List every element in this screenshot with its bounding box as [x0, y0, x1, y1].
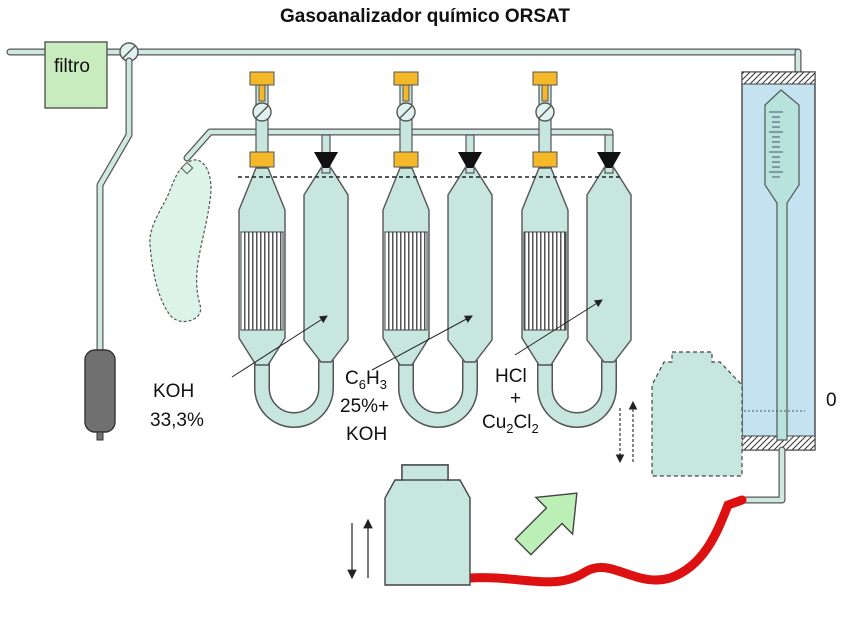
funnel-icon: [458, 152, 482, 168]
funnel-icon: [597, 152, 621, 168]
funnel-icon: [314, 152, 338, 168]
valve-fitting: [249, 71, 275, 86]
reagent-2-h-sub: 3: [380, 377, 387, 392]
drain-line: [96, 57, 133, 354]
valve-fitting: [393, 151, 419, 168]
pointer-arrow-1: [231, 315, 328, 378]
reagent-1-line1: KOH: [153, 381, 194, 402]
reagent-2-c-sub: 6: [359, 377, 366, 392]
pointer-arrow-3: [514, 299, 603, 356]
reservoir-pipette: [586, 167, 632, 363]
reagent-2-line2: 25%+: [340, 396, 389, 417]
reservoir-pipette: [447, 167, 493, 363]
diagram-title: Gasoanalizador químico ORSAT: [280, 6, 570, 27]
valve-fitting: [532, 151, 558, 168]
jacket-top-cap: [741, 71, 816, 85]
up-down-arrow-icon: [615, 400, 638, 464]
valve-fitting: [393, 71, 419, 86]
filter-box: filtro: [44, 41, 108, 109]
rubber-hose: [465, 495, 747, 587]
reagent-3-cl-sub: 2: [531, 421, 538, 436]
reagent-3-cu-sub: 2: [506, 421, 513, 436]
valve-stem: [402, 84, 410, 102]
burette-outlet: [736, 446, 786, 504]
reagent-label-pyrogallol: C6H3 25%+ KOH: [340, 368, 389, 445]
reservoir-pipette: [303, 167, 349, 363]
reagent-label-koh: KOH 33,3%: [150, 381, 204, 431]
valve-stem: [258, 84, 266, 102]
valve-fitting: [532, 71, 558, 86]
valve-stem: [541, 84, 549, 102]
burette-zero-label: 0: [826, 390, 837, 411]
reagent-3-line2: +: [510, 388, 521, 409]
reagent-3-cl: Cl: [514, 412, 532, 433]
filter-label: filtro: [54, 56, 90, 77]
big-diagonal-arrow-icon: [514, 492, 578, 556]
pipette-pair-3: [521, 71, 632, 428]
reagent-2-h: H: [366, 368, 380, 389]
pointer-arrow-2: [371, 315, 473, 371]
absorption-pipettes: [238, 71, 632, 428]
reagent-3-line1: HCl: [495, 366, 527, 387]
svg-text:Cu2Cl2: Cu2Cl2: [482, 412, 539, 436]
drain-weight: [84, 349, 116, 441]
contact-packing: [523, 231, 567, 331]
valve-fitting: [249, 151, 275, 168]
reagent-2-line3: KOH: [346, 424, 387, 445]
reagent-2-c: C: [345, 368, 359, 389]
pipette-pair-1: [238, 71, 349, 428]
reagent-1-line2: 33,3%: [150, 410, 204, 431]
leveling-bottle-raised: [651, 351, 743, 477]
reagent-label-cuprous: HCl + Cu2Cl2: [482, 366, 539, 436]
up-down-arrow-icon: [347, 518, 373, 580]
contact-packing: [384, 231, 428, 331]
burette-scale: [769, 111, 783, 178]
pipette-pair-2: [382, 71, 493, 428]
svg-text:C6H3: C6H3: [345, 368, 387, 392]
reagent-3-cu: Cu: [482, 412, 506, 433]
gas-bladder: [149, 159, 212, 323]
contact-packing: [240, 231, 284, 331]
measuring-burette: 0: [652, 71, 837, 451]
leveling-bottle-lowered: [384, 464, 471, 586]
